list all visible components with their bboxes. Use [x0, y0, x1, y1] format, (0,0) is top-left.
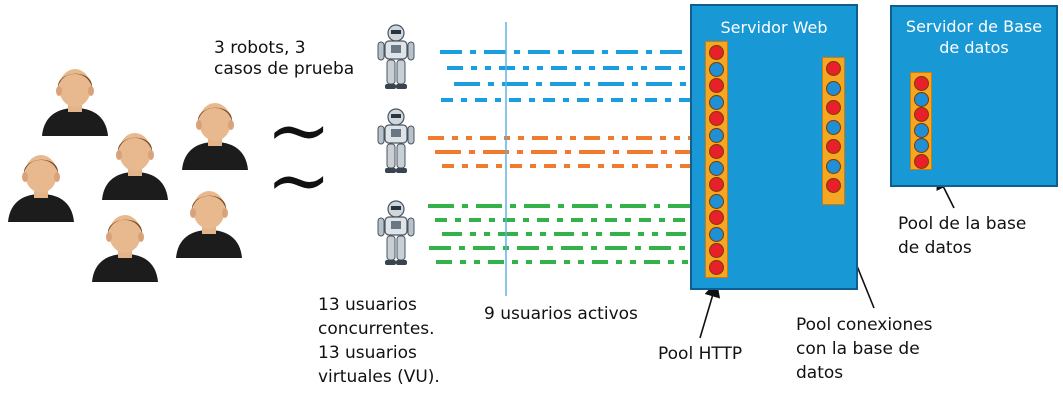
dashed-streams [428, 50, 690, 264]
blue-connection-dot [709, 94, 724, 110]
blue-connection-dot [709, 193, 724, 209]
pool-conn-label-line: con la base de [796, 339, 920, 359]
blue-connection-dot [914, 91, 929, 107]
red-connection-dot [826, 61, 841, 76]
pool-http-arrow [699, 280, 721, 339]
blue-connection-dot [914, 138, 929, 153]
red-connection-dot [826, 139, 841, 154]
robot-icon [376, 108, 416, 174]
concurrent-label-line: virtuales (VU). [318, 367, 440, 387]
blue-connection-dot [826, 119, 841, 135]
pool-conn-label-line: Pool conexiones [796, 315, 933, 335]
blue-connection-dot [709, 160, 724, 176]
blue-connection-dot [709, 127, 724, 143]
red-connection-dot [826, 178, 841, 193]
robots-label: 3 robots, 3 casos de prueba [214, 38, 354, 80]
robots-label-line: casos de prueba [214, 59, 355, 79]
active-users-label: 9 usuarios activos [484, 304, 638, 324]
web-server-title: Servidor Web [720, 18, 828, 37]
tilde-symbol: ~ [266, 136, 332, 226]
blue-connection-dot [826, 158, 841, 174]
red-connection-dot [709, 259, 724, 275]
red-connection-dot [709, 144, 724, 159]
user-avatar-icon [178, 96, 252, 170]
pool-conn-label-line: datos [796, 363, 844, 383]
red-connection-dot [914, 153, 929, 169]
red-connection-dot [914, 76, 929, 91]
red-connection-dot [709, 111, 724, 126]
red-connection-dot [914, 107, 929, 122]
blue-connection-dot [826, 80, 841, 96]
user-avatar-icon [172, 184, 246, 258]
pool-connections-label: Pool conexiones con la base de datos [796, 313, 933, 385]
user-avatar-icon [4, 148, 78, 222]
red-connection-dot [709, 78, 724, 93]
red-connection-dot [709, 45, 724, 60]
red-connection-dot [826, 100, 841, 115]
concurrent-label-line: 13 usuarios [318, 295, 417, 315]
red-connection-dot [709, 177, 724, 192]
pool-http-label: Pool HTTP [658, 344, 743, 364]
concurrent-users-label: 13 usuarios concurrentes. 13 usuarios vi… [318, 293, 440, 389]
red-connection-dot [709, 210, 724, 225]
pool-db-label-line: de datos [898, 238, 972, 258]
db-server-title: Servidor de Base de datos [892, 16, 1056, 58]
concurrent-label-line: concurrentes. [318, 319, 435, 339]
user-avatar-icon [88, 208, 162, 282]
pool-db-label-line: Pool de la base [898, 214, 1027, 234]
concurrent-label-line: 13 usuarios [318, 343, 417, 363]
blue-connection-dot [709, 226, 724, 242]
db-server-title-line: Servidor de Base [905, 17, 1043, 36]
pool-db-label: Pool de la base de datos [898, 212, 1026, 260]
robot-icon [376, 200, 416, 266]
red-connection-dot [709, 243, 724, 258]
robot-icon [376, 24, 416, 90]
user-avatar-icon [98, 126, 172, 200]
blue-connection-dot [709, 61, 724, 77]
robots-label-line: 3 robots, 3 [214, 38, 306, 58]
blue-connection-dot [914, 122, 929, 138]
user-avatar-icon [38, 62, 112, 136]
db-server-title-line: de datos [939, 38, 1009, 57]
tilde-symbol: ~ [266, 86, 332, 176]
